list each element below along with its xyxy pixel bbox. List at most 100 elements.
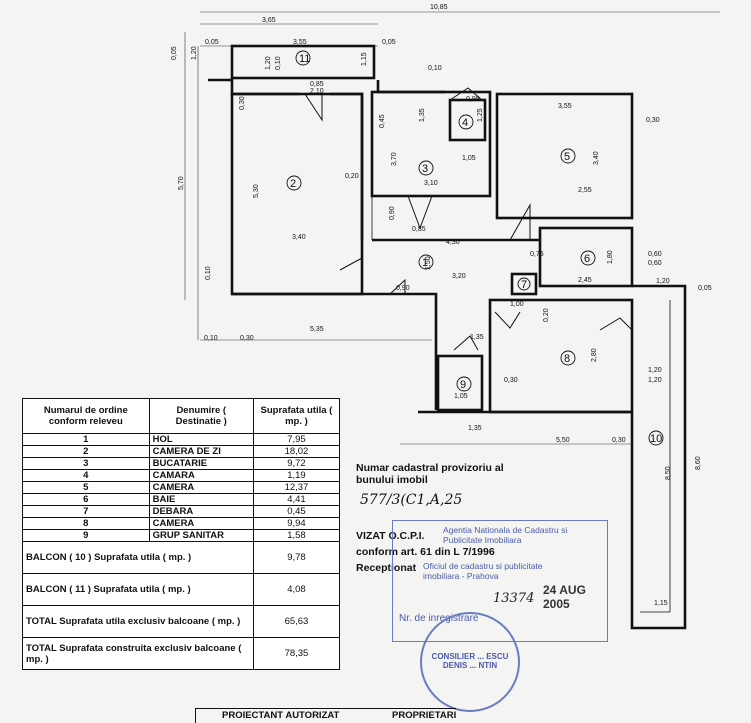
conform-label: conform art. 61 din L 7/1996 [356,546,495,558]
room-10-label: 10 [650,433,662,445]
footer-owners: PROPRIETARI [392,710,457,721]
svg-text:1,35: 1,35 [470,334,484,341]
svg-text:1,20: 1,20 [656,278,670,285]
col-header-nr: Numarul de ordine conform releveu [22,398,150,434]
dim-bal-left: 0,05 [205,39,219,46]
stamp-agency: Agentia Nationala de Cadastru si Publici… [443,525,568,545]
svg-text:5,30: 5,30 [253,184,260,198]
svg-text:5,50: 5,50 [556,437,570,444]
svg-text:0,30: 0,30 [612,437,626,444]
svg-text:0,30: 0,30 [504,377,518,384]
total-row: BALCON ( 11 ) Suprafata utila ( mp. )4,0… [22,573,341,606]
stamp-date: 24 AUG 2005 [543,583,586,611]
svg-text:0,75: 0,75 [530,251,544,258]
svg-text:1,00: 1,00 [510,301,524,308]
footer-box: PROIECTANT AUTORIZAT PROPRIETARI [195,708,456,723]
svg-text:0,60: 0,60 [648,260,662,267]
svg-text:1,80: 1,80 [607,250,614,264]
svg-text:0,05: 0,05 [698,285,712,292]
svg-text:0,30: 0,30 [240,335,254,342]
svg-text:8,50: 8,50 [665,466,672,480]
svg-text:0,90: 0,90 [396,285,410,292]
round-stamp: CONSILIER ... ESCU DENIS ... NTIN [420,612,520,712]
col-header-name: Denumire ( Destinatie ) [148,398,254,434]
stamp-reg-label: Nr. de inregistrare [399,613,479,624]
svg-text:0,30: 0,30 [239,96,246,110]
svg-text:1,35: 1,35 [419,108,426,122]
svg-text:1,20: 1,20 [648,367,662,374]
room-11-label: 11 [299,53,310,65]
total-row: TOTAL Suprafata construita exclusiv balc… [22,637,341,670]
svg-text:1,20: 1,20 [648,377,662,384]
svg-text:2,80: 2,80 [591,348,598,362]
svg-text:2,10: 2,10 [310,88,324,95]
svg-text:1,05: 1,05 [462,155,476,162]
dim-bal-width: 3,55 [293,39,307,46]
svg-text:2,45: 2,45 [578,277,592,284]
vizat-label: VIZAT O.C.P.I. [356,530,425,542]
room-3-label: 3 [422,163,428,175]
svg-text:1,50: 1,50 [425,256,432,270]
svg-text:0,10: 0,10 [428,65,442,72]
total-row: BALCON ( 10 ) Suprafata utila ( mp. )9,7… [22,541,341,574]
dim-left-block: 3,65 [262,17,276,24]
svg-text:4,30: 4,30 [446,239,460,246]
svg-text:3,10: 3,10 [424,180,438,187]
svg-text:0,45: 0,45 [379,114,386,128]
svg-text:0,90: 0,90 [389,206,396,220]
svg-text:3,40: 3,40 [593,151,600,165]
cadastral-value: 577/3(C1,A,25 [360,492,463,508]
dim-total: 10,85 [430,4,448,11]
svg-text:0,20: 0,20 [543,308,550,322]
areas-table: Numarul de ordine conform releveu Denumi… [22,398,341,670]
room-8-label: 8 [564,353,570,365]
svg-text:0,60: 0,60 [648,251,662,258]
svg-text:1,25: 1,25 [477,108,484,122]
room-5-label: 5 [564,151,570,163]
dim-5-70: 5,70 [178,176,185,190]
svg-text:1,20: 1,20 [191,46,198,60]
dim-bal-right: 0,05 [382,39,396,46]
stamp-office: Oficiul de cadastru si publicitate imobi… [423,561,543,581]
stamp-reg-number: 13374 [493,591,535,606]
room-7-label: 7 [521,279,527,291]
ocpi-stamp: Agentia Nationala de Cadastru si Publici… [392,520,608,642]
room-1-label: 1 [422,257,428,269]
svg-text:1,05: 1,05 [454,393,468,400]
svg-text:3,40: 3,40 [292,234,306,241]
svg-text:0,05: 0,05 [171,46,178,60]
cadastral-label: Numar cadastral provizoriu al bunului im… [356,462,504,486]
col-header-area: Suprafata utila ( mp. ) [252,398,341,434]
receptionat-label: Receptionat [356,562,417,574]
svg-text:0,20: 0,20 [345,173,359,180]
svg-text:3,20: 3,20 [452,273,466,280]
svg-text:1,20: 1,20 [265,56,272,70]
svg-text:0,30: 0,30 [646,117,660,124]
round-stamp-text: CONSILIER ... ESCU DENIS ... NTIN [431,652,509,670]
room-2-label: 2 [290,178,296,190]
room-6-label: 6 [584,253,590,265]
svg-text:1,15: 1,15 [361,52,368,66]
svg-text:0,85: 0,85 [310,81,324,88]
svg-text:1,35: 1,35 [468,425,482,432]
svg-text:3,70: 3,70 [391,152,398,166]
svg-text:0,10: 0,10 [205,266,212,280]
svg-text:0,85: 0,85 [412,226,426,233]
svg-text:0,95: 0,95 [466,96,480,103]
svg-text:1,15: 1,15 [654,600,668,607]
room-4-label: 4 [462,117,468,129]
svg-text:8,60: 8,60 [695,456,702,470]
svg-text:0,10: 0,10 [204,335,218,342]
total-row: TOTAL Suprafata utila exclusiv balcoane … [22,605,341,638]
svg-text:3,55: 3,55 [558,103,572,110]
svg-text:2,55: 2,55 [578,187,592,194]
